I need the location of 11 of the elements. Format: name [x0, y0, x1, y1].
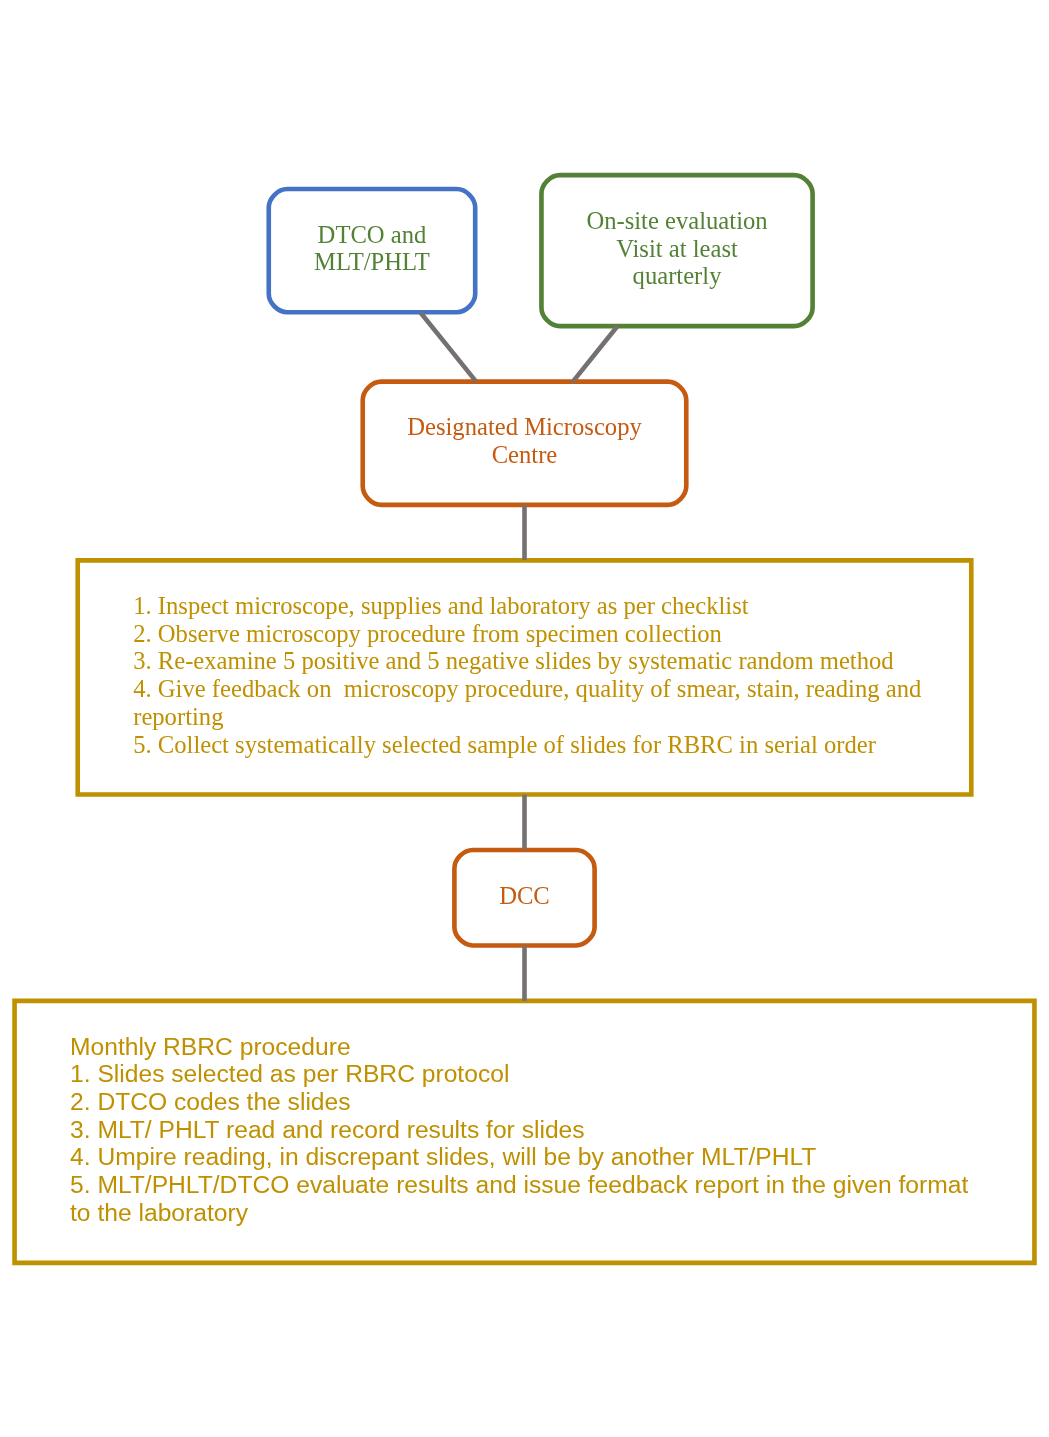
connector: [522, 794, 527, 849]
connector: [418, 310, 478, 383]
connector: [571, 324, 619, 383]
node-box: On-site evaluation Visit at least quarterly: [539, 172, 815, 328]
node-box: DTCO and MLT/PHLT: [266, 186, 478, 315]
connector: [522, 504, 527, 560]
connector: [522, 945, 527, 1001]
node-box: Designated Microscopy Centre: [360, 378, 689, 507]
node-box: 1. Inspect microscope, supplies and laboratory as per checklist 2. Observe microscopy procedure from specimen collection 3. Re-examine 5 positive and 5 negative slides by systematic random method 4. Give feedback on microscopy procedure, quality of smear, stain, reading and reporting 5. Collect systematically selected sample of slides for RBRC in serial order: [75, 557, 974, 797]
node-box: Monthly RBRC procedure 1. Slides selected as per RBRC protocol 2. DTCO codes the slides 3. MLT/ PHLT read and record results for slides 4. Umpire reading, in discrepant slides, will be by another MLT/PHLT 5. MLT/PHLT/DTCO evaluate results and issue feedback report in the given format to the laboratory: [12, 998, 1037, 1265]
node-box: DCC: [452, 847, 597, 948]
